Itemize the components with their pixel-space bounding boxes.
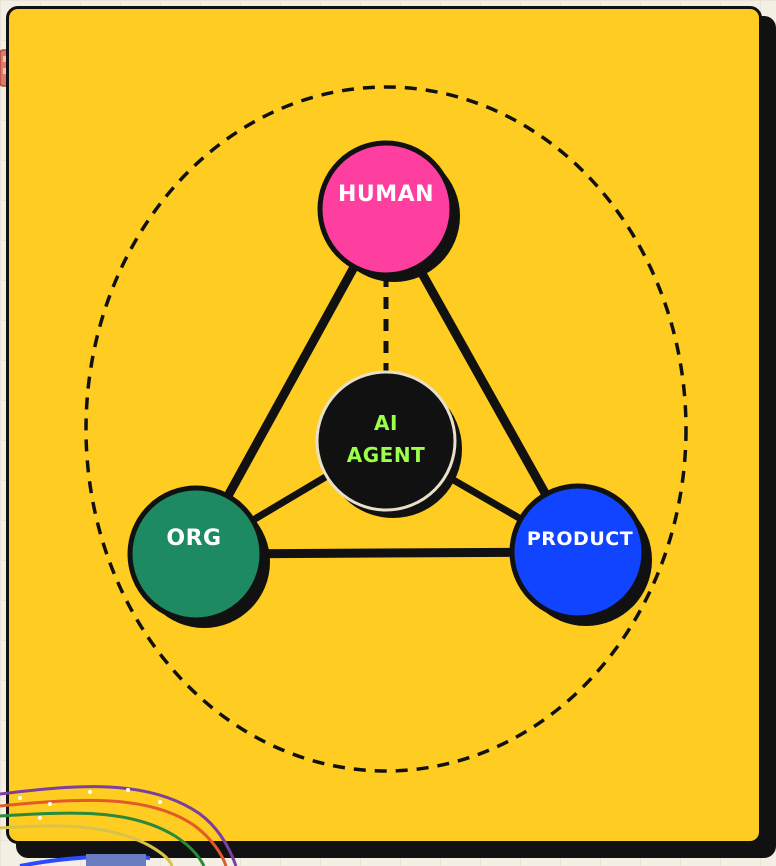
node-ai-agent-label-line1: AI — [374, 411, 398, 435]
node-ai-agent[interactable]: AI AGENT — [315, 370, 462, 518]
node-product[interactable]: PRODUCT — [509, 483, 652, 626]
node-human[interactable]: HUMAN — [317, 140, 460, 282]
node-ai-agent-label-line2: AGENT — [347, 443, 425, 467]
node-product-label: PRODUCT — [527, 528, 633, 550]
boundary-ellipse — [84, 85, 688, 773]
node-org[interactable]: ORG — [127, 485, 270, 628]
node-human-label: HUMAN — [338, 182, 434, 207]
node-org-label: ORG — [166, 526, 221, 551]
wires-decoration — [0, 785, 238, 866]
